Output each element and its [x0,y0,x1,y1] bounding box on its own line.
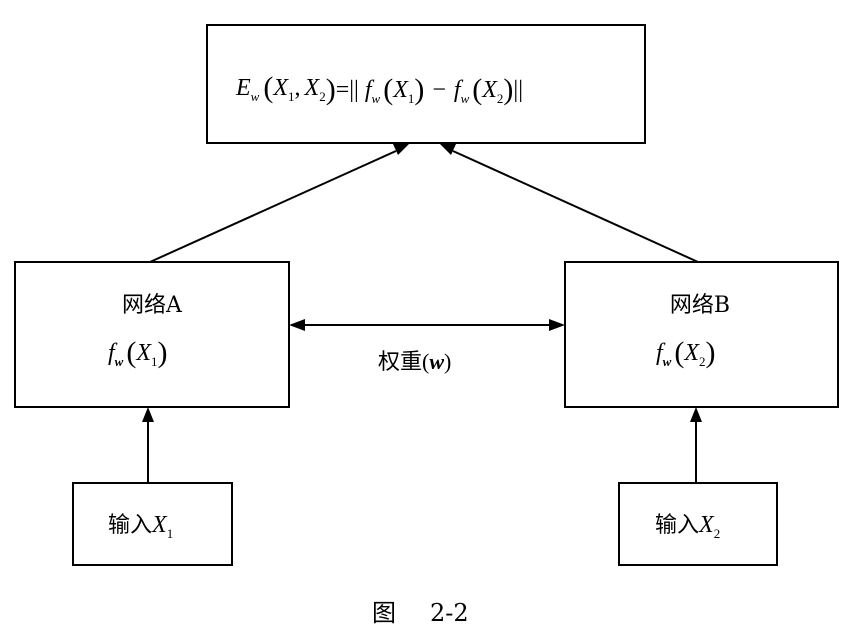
input-b-arrowhead [690,407,702,422]
network-b-to-energy-arrow [452,150,699,263]
input-a-label: 输入X1 [108,512,173,541]
network-a-function: fw(X1) [108,336,168,369]
network-a-to-energy-arrow [149,150,397,263]
network-a-box [14,261,290,408]
network-b-title: 网络B [670,293,730,318]
input-b-box [618,482,778,566]
network-b-energy-arrowhead [439,143,456,155]
shared-weights-left-arrowhead [289,319,305,331]
network-b-function: fw(X2) [656,336,716,369]
input-a-box [72,482,233,566]
input-a-arrowhead [142,407,154,422]
energy-formula: Ew(X1,X2)=||fw(X1)−fw(X2)|| [235,71,523,106]
shared-weights-label: 权重(w) [378,349,451,375]
input-b-label: 输入X2 [655,512,720,541]
energy-function-box [206,24,646,144]
network-a-title: 网络A [122,293,183,318]
network-b-box [564,261,839,408]
network-a-energy-arrowhead [393,143,410,155]
shared-weights-right-arrowhead [549,319,565,331]
